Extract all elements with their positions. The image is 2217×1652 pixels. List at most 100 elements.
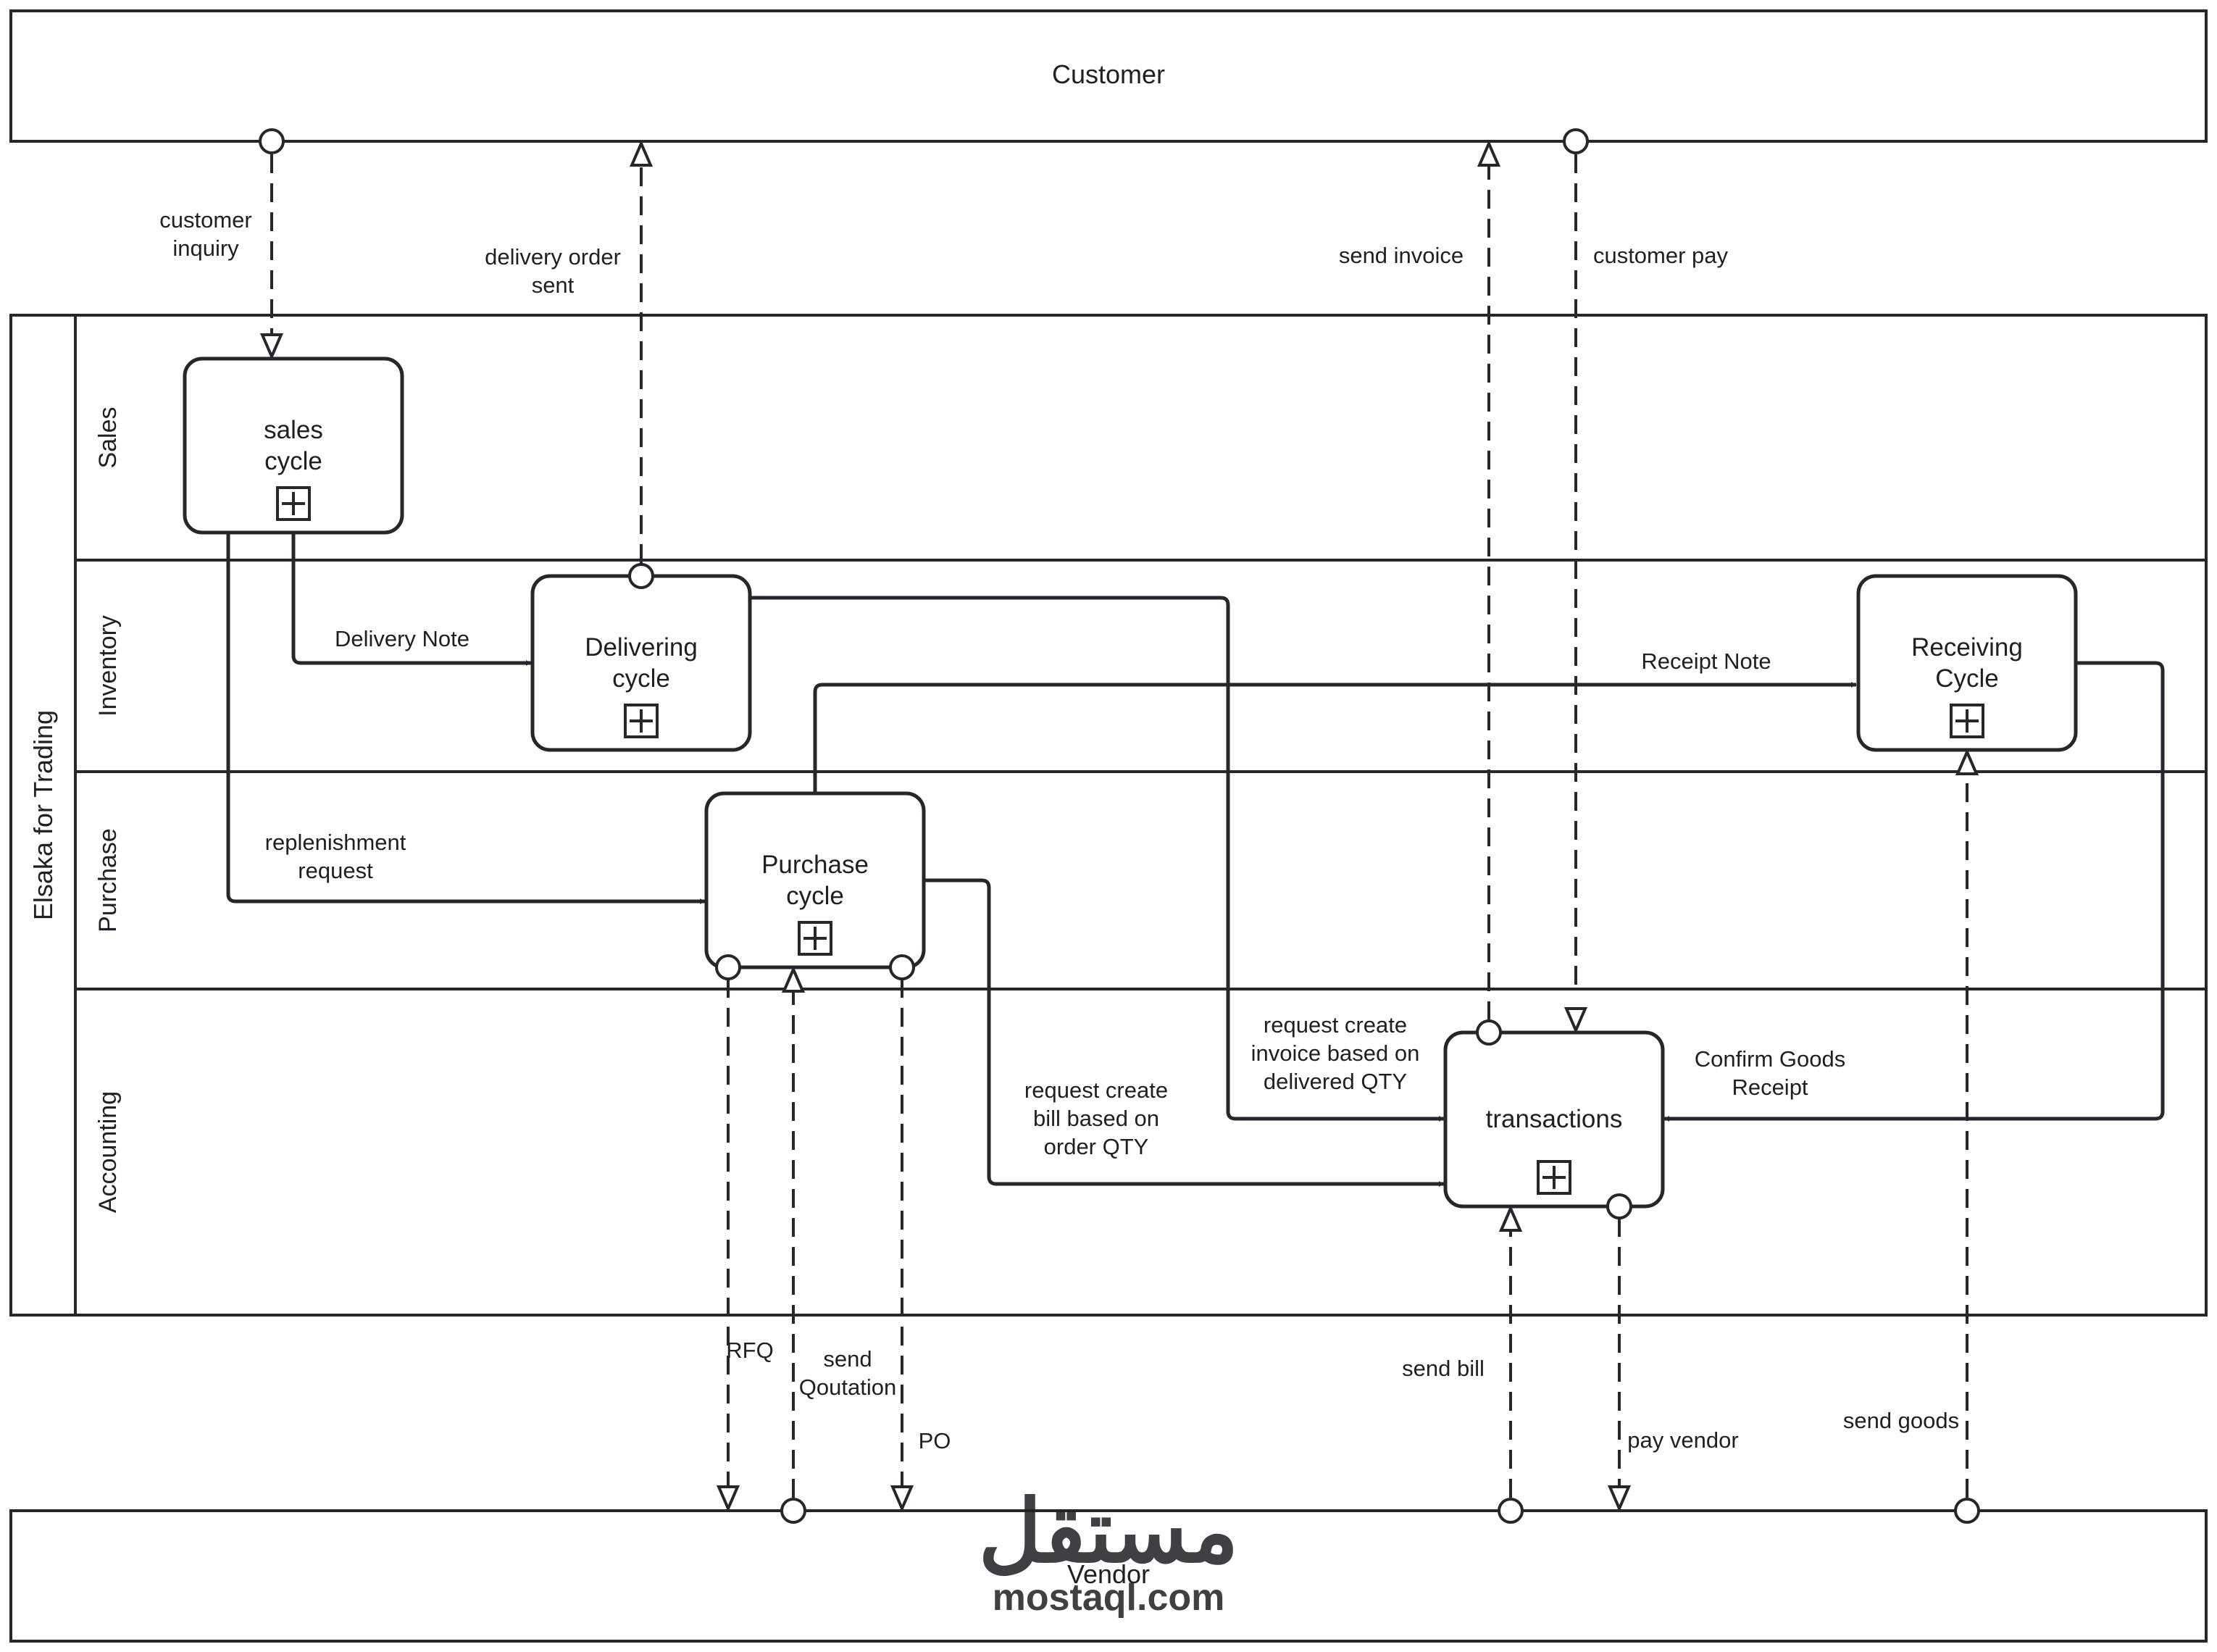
label-line: send goods — [1843, 1408, 1959, 1433]
message-start-circle — [1476, 1019, 1502, 1046]
label-request-bill: request create bill based on order QTY — [1024, 1077, 1168, 1159]
label-line: cycle — [264, 447, 322, 475]
label-line: inquiry — [172, 235, 239, 261]
label-line: PO — [919, 1428, 951, 1453]
collapsed-subprocess-marker-icon — [1950, 704, 1984, 738]
message-arrowhead — [1498, 1204, 1523, 1232]
label-replenishment-request: replenishment request — [265, 830, 406, 883]
svg-text:mostaql.com: mostaql.com — [993, 1577, 1225, 1619]
message-start-circle — [715, 954, 741, 980]
mostaql-watermark-logo: مستقل mostaql.com — [978, 1483, 1238, 1619]
label-line: Confirm Goods — [1695, 1046, 1845, 1072]
sequence-flow-delivery-note — [291, 533, 532, 666]
task-label: transactions — [1486, 1105, 1623, 1133]
collapsed-subprocess-marker-icon — [798, 921, 832, 956]
message-arrowhead — [781, 965, 806, 993]
customer-pool — [9, 9, 2208, 143]
label-line: Receiving — [1911, 633, 2023, 662]
label-line: customer pay — [1593, 243, 1729, 268]
message-start-circle — [259, 128, 285, 154]
sequence-flow-receipt-note — [813, 682, 1857, 793]
label-line: order QTY — [1044, 1134, 1149, 1159]
company-pool — [9, 314, 2208, 1317]
lane-title-inventory: Inventory — [94, 615, 122, 717]
label-pay-vendor: pay vendor — [1627, 1427, 1738, 1453]
label-line: pay vendor — [1627, 1427, 1738, 1453]
sequence-flow-replenishment-request — [226, 533, 706, 904]
vendor-pool — [9, 1509, 2208, 1643]
collapsed-subprocess-marker-icon — [276, 486, 311, 521]
message-start-circle — [889, 954, 915, 980]
label-line: bill based on — [1033, 1106, 1159, 1131]
label-line: Qoutation — [799, 1374, 896, 1400]
message-arrowhead — [629, 139, 654, 167]
message-start-circle — [628, 563, 654, 589]
svg-text:مستقل: مستقل — [978, 1483, 1238, 1580]
message-arrowhead — [1563, 1007, 1588, 1035]
label-line: transactions — [1486, 1105, 1623, 1133]
sequence-flow-request-bill — [924, 878, 1445, 1187]
label-line: Receipt Note — [1641, 648, 1771, 674]
task-transactions[interactable]: transactions — [1443, 1030, 1665, 1209]
label-line: RFQ — [726, 1338, 773, 1363]
task-label: Purchase cycle — [761, 851, 869, 910]
label-line: send bill — [1402, 1356, 1485, 1381]
company-pool-title: Elsaka for Trading — [28, 710, 58, 920]
label-line: request create — [1264, 1012, 1407, 1038]
label-line: Delivery Note — [335, 626, 469, 651]
message-start-circle — [1563, 128, 1589, 154]
message-arrowhead — [1955, 748, 1979, 775]
label-line: Purchase — [761, 851, 869, 879]
label-line: send invoice — [1339, 243, 1464, 268]
sequence-flow-confirm-goods — [1663, 661, 2165, 1122]
vendor-pool-title: Vendor — [1067, 1559, 1150, 1589]
label-line: customer — [159, 207, 251, 233]
label-line: Cycle — [1935, 664, 1999, 693]
label-line: delivered QTY — [1264, 1069, 1407, 1094]
label-line: request create — [1024, 1077, 1168, 1103]
label-send-goods: send goods — [1843, 1408, 1959, 1433]
label-line: cycle — [786, 882, 844, 910]
message-arrowhead — [890, 1485, 914, 1513]
message-arrowhead — [1477, 139, 1501, 167]
label-line: sent — [532, 272, 575, 298]
label-line: invoice based on — [1251, 1040, 1420, 1066]
collapsed-subprocess-marker-icon — [1537, 1160, 1571, 1195]
customer-pool-title: Customer — [1052, 59, 1165, 89]
label-delivery-note: Delivery Note — [335, 626, 469, 651]
message-arrowhead — [259, 333, 284, 361]
lane-title-sales: Sales — [94, 406, 122, 468]
message-arrowhead — [1607, 1485, 1632, 1513]
label-line: send — [823, 1346, 872, 1372]
sequence-flow-request-invoice — [750, 596, 1445, 1122]
label-line: request — [298, 858, 373, 883]
label-rfq: RFQ — [726, 1338, 773, 1363]
label-line: delivery order — [485, 244, 621, 270]
message-start-circle — [780, 1498, 806, 1524]
lane-title-purchase: Purchase — [94, 828, 122, 933]
task-purchase-cycle[interactable]: Purchase cycle — [704, 791, 926, 969]
label-send-bill: send bill — [1402, 1356, 1485, 1381]
label-line: Receipt — [1732, 1075, 1808, 1100]
message-start-circle — [1498, 1498, 1524, 1524]
label-line: cycle — [612, 664, 670, 693]
label-line: replenishment — [265, 830, 406, 855]
label-line: Delivering — [585, 633, 698, 662]
message-start-circle — [1954, 1498, 1980, 1524]
message-start-circle — [1606, 1193, 1632, 1219]
lane-title-accounting: Accounting — [94, 1091, 122, 1213]
message-arrowhead — [716, 1485, 740, 1513]
label-po: PO — [919, 1428, 951, 1453]
label-receipt-note: Receipt Note — [1641, 648, 1771, 674]
